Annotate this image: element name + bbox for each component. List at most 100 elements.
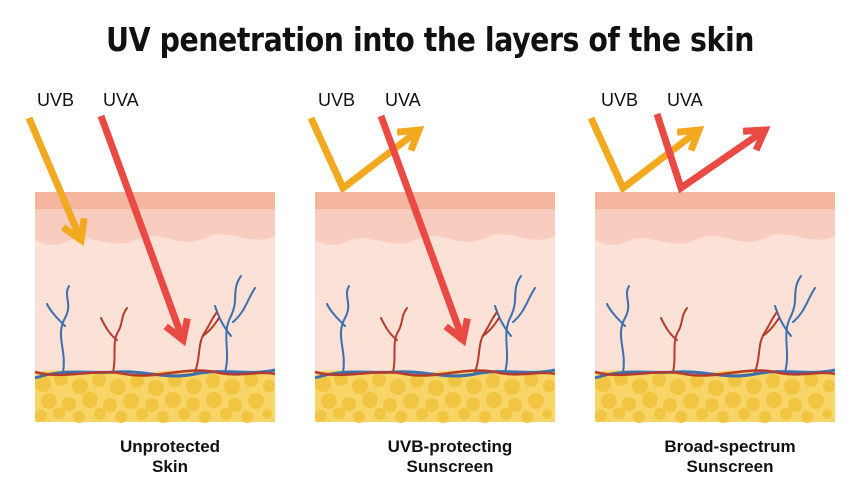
artery-vessel: [474, 311, 498, 373]
fat-cell: [110, 379, 126, 395]
skin-layers: [594, 192, 836, 423]
artery-vessel: [194, 311, 218, 373]
fat-cell: [670, 379, 686, 395]
fat-cell: [244, 373, 258, 387]
fat-cell: [823, 380, 835, 392]
fat-cell: [766, 374, 780, 388]
vein-vessel: [784, 275, 802, 373]
vein-vessel: [340, 285, 350, 373]
panel-broad-spectrum-sunscreen: UVB UVA Broad-spectrum Sunscreen: [587, 0, 860, 502]
caption-line-1: Unprotected: [119, 437, 221, 456]
fat-cell: [362, 392, 378, 408]
artery-vessel: [660, 317, 678, 341]
fat-cell: [524, 373, 538, 387]
panel-caption: Broad-spectrum Sunscreen: [595, 437, 860, 477]
fat-cell: [508, 398, 522, 412]
uvb-label: UVB: [37, 90, 75, 110]
skin-cross-section: [307, 114, 556, 423]
fat-cell: [613, 407, 625, 419]
uvb-label: UVB: [601, 90, 639, 110]
fat-cell: [352, 378, 368, 394]
fat-cell: [690, 374, 704, 388]
skin-layers: [314, 192, 556, 423]
fat-cell: [315, 376, 331, 392]
fat-cell: [130, 374, 144, 388]
caption-line-2: Skin: [152, 457, 188, 476]
fat-cell: [528, 393, 544, 409]
vein-vessel: [494, 305, 512, 337]
fat-cell: [383, 398, 397, 412]
vein-vessel: [606, 303, 626, 327]
skin-cross-section: [25, 114, 276, 423]
fat-cell: [186, 378, 202, 394]
uva-label: UVA: [103, 90, 139, 110]
fat-cell: [801, 411, 813, 423]
artery-vessel: [594, 369, 836, 377]
fat-cell: [759, 411, 771, 423]
fat-cell: [92, 373, 106, 387]
fat-cell: [696, 408, 708, 420]
uva-label: UVA: [385, 90, 421, 110]
fat-cell: [717, 411, 729, 423]
stratum-corneum-layer: [35, 192, 275, 209]
fat-cell: [738, 408, 750, 420]
fat-cell: [136, 408, 148, 420]
caption-line-2: Sunscreen: [686, 457, 774, 476]
vein-vessel: [60, 285, 70, 373]
uva-ray: [97, 114, 191, 347]
fat-layer: [315, 370, 555, 422]
vein-vessel: [504, 275, 522, 373]
fat-cell: [784, 379, 800, 395]
fat-cell: [788, 398, 802, 412]
fat-cell: [395, 411, 407, 423]
uvb-ray-shaft: [25, 116, 85, 242]
fat-layer: [595, 370, 835, 422]
fat-cell: [595, 410, 607, 422]
fat-cell: [115, 411, 127, 423]
panel-uvb-protecting-sunscreen: UVB UVA UVB-protecting Sunscreen: [307, 0, 585, 502]
fat-cell: [705, 398, 719, 412]
artery-vessel: [202, 317, 220, 337]
fat-cell: [82, 392, 98, 408]
uva-ray: [653, 112, 771, 194]
fat-cell: [654, 408, 666, 420]
fat-cell: [466, 378, 482, 394]
fat-cell: [35, 376, 51, 392]
fat-layer: [35, 370, 275, 422]
uva-ray-head: [443, 317, 471, 347]
fat-cell: [458, 408, 470, 420]
fat-cell: [675, 411, 687, 423]
fat-cell: [41, 393, 57, 409]
fat-cell: [148, 380, 164, 396]
fat-cell: [157, 411, 169, 423]
fat-cell: [321, 393, 337, 409]
artery-vessel: [762, 317, 780, 337]
fat-cell: [766, 392, 782, 408]
fat-cell: [466, 397, 480, 411]
artery-vessel: [34, 369, 276, 377]
fat-cell: [372, 373, 386, 387]
fat-cell: [94, 408, 106, 420]
fat-cell: [186, 397, 200, 411]
fat-cell: [72, 378, 88, 394]
fat-cell: [500, 408, 512, 420]
fat-cell: [53, 407, 65, 419]
vein-vessel: [774, 305, 792, 337]
artery-vessel: [482, 317, 500, 337]
fat-cell: [403, 393, 419, 409]
fat-cell: [123, 393, 139, 409]
uva-label: UVA: [667, 90, 703, 110]
fat-cell: [145, 398, 159, 412]
fat-cell: [62, 397, 76, 411]
vein-vessel: [232, 287, 256, 323]
skin-layers: [34, 192, 276, 423]
uva-ray-shaft: [377, 114, 467, 342]
caption-line-2: Sunscreen: [406, 457, 494, 476]
uvb-ray: [587, 116, 705, 194]
vein-vessel: [326, 303, 346, 327]
fat-cell: [224, 379, 240, 395]
fat-cell: [683, 393, 699, 409]
fat-cell: [428, 380, 444, 396]
fat-cell: [543, 380, 555, 392]
fat-cell: [542, 409, 552, 419]
